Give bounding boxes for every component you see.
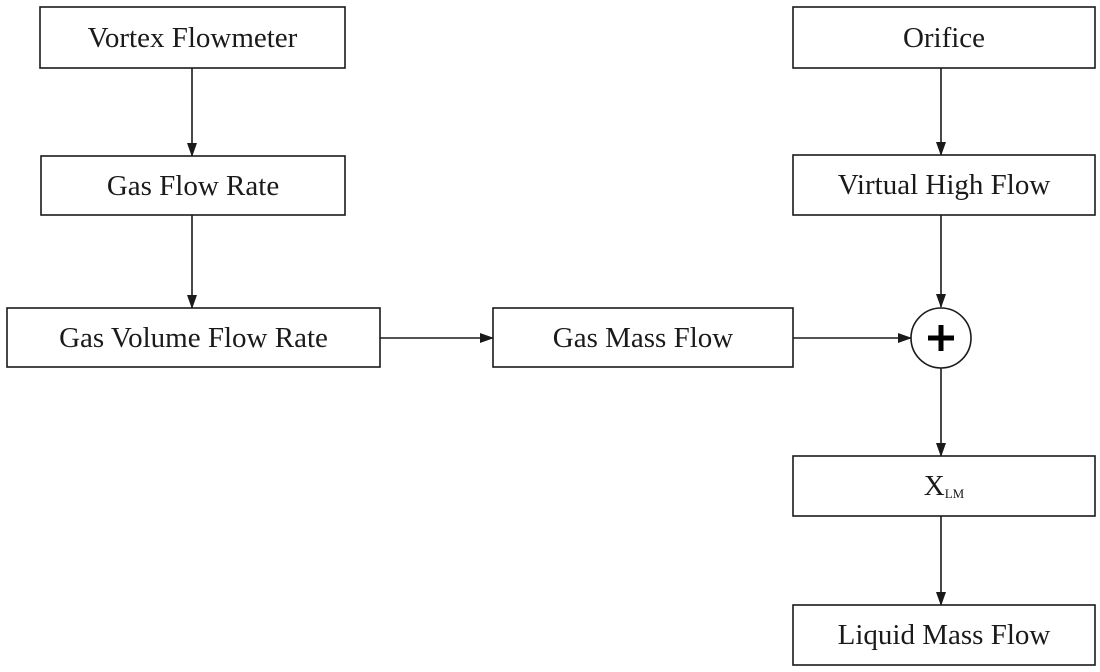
node-vortex-flowmeter-label: Vortex Flowmeter bbox=[88, 22, 298, 54]
node-virtual-high-flow-label: Virtual High Flow bbox=[838, 169, 1051, 201]
node-gas-mass-flow-label: Gas Mass Flow bbox=[553, 322, 734, 354]
node-vortex-flowmeter: Vortex Flowmeter bbox=[39, 6, 346, 69]
node-liquid-mass-flow-label: Liquid Mass Flow bbox=[838, 619, 1051, 651]
node-virtual-high-flow: Virtual High Flow bbox=[792, 154, 1096, 216]
node-xlm: XLM bbox=[792, 455, 1096, 517]
node-liquid-mass-flow: Liquid Mass Flow bbox=[792, 604, 1096, 666]
node-orifice: Orifice bbox=[792, 6, 1096, 69]
plus-icon bbox=[928, 325, 954, 351]
edges bbox=[187, 68, 946, 606]
node-gas-flow-rate-label: Gas Flow Rate bbox=[107, 170, 279, 202]
node-gas-flow-rate: Gas Flow Rate bbox=[40, 155, 346, 216]
node-gas-volume-flow-rate-label: Gas Volume Flow Rate bbox=[59, 322, 328, 354]
node-gas-volume-flow-rate: Gas Volume Flow Rate bbox=[6, 307, 381, 368]
node-gas-mass-flow: Gas Mass Flow bbox=[492, 307, 794, 368]
node-orifice-label: Orifice bbox=[903, 22, 985, 54]
node-xlm-label: XLM bbox=[924, 470, 965, 502]
summing-junction bbox=[910, 307, 972, 369]
